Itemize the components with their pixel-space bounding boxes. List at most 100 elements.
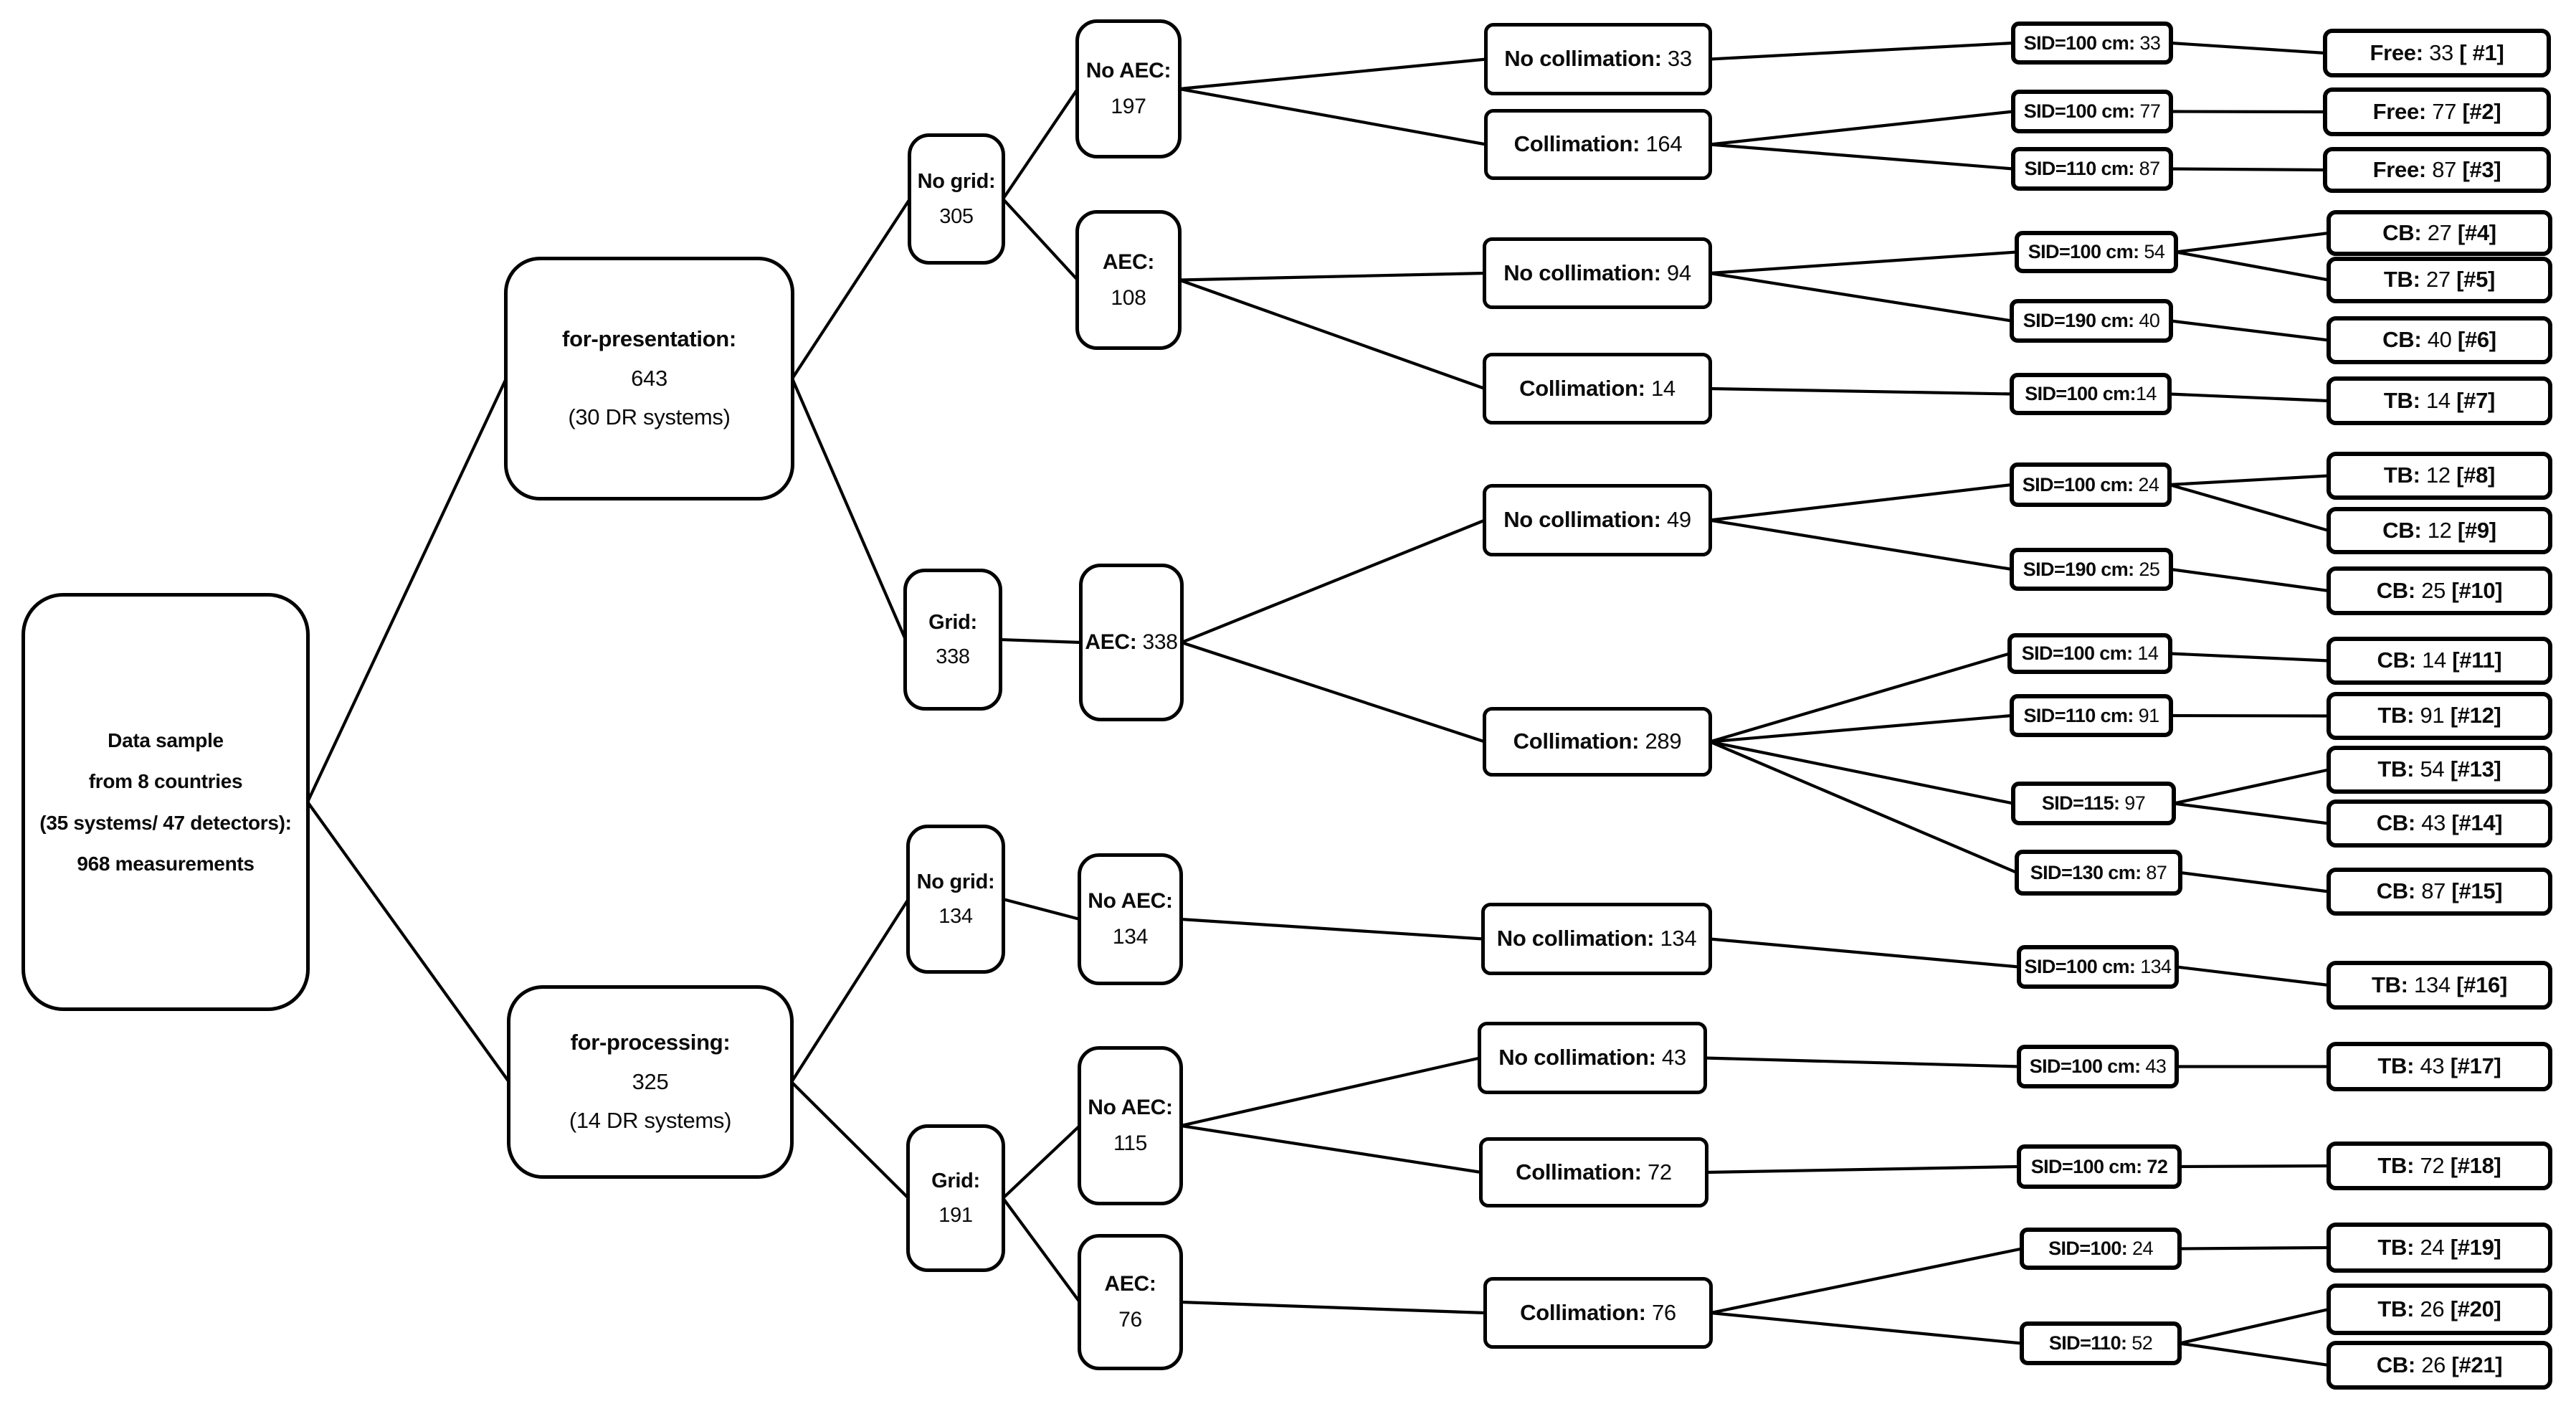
node-text-line: Grid: — [931, 1169, 980, 1192]
node-text-line: CB: 40 [#6] — [2382, 327, 2496, 353]
node-leaf14: CB: 43 [#14] — [2327, 799, 2552, 848]
node-text-line: TB: 72 [#18] — [2377, 1152, 2501, 1179]
edge-aec338-col289 — [1181, 641, 1486, 744]
text-segment: CB: — [2382, 327, 2422, 353]
text-segment: SID=100 cm: — [2023, 100, 2135, 123]
node-text-line: SID=100 cm: 54 — [2028, 241, 2165, 263]
text-segment: AEC: — [1102, 250, 1155, 274]
node-text-line: No AEC: — [1086, 59, 1171, 83]
node-text-line: TB: 27 [#5] — [2384, 267, 2496, 293]
node-leaf21: CB: 26 [#21] — [2327, 1341, 2552, 1390]
edge-sid17-leaf20 — [2179, 1307, 2329, 1345]
node-aec338: AEC: 338 — [1079, 564, 1184, 721]
edge-col289-sid9 — [1709, 652, 2010, 744]
text-segment: SID=100 cm: — [2024, 956, 2136, 978]
edge-col72-sid15 — [1706, 1164, 2020, 1174]
text-segment: CB: — [2382, 219, 2422, 245]
text-segment: 26 — [2415, 1352, 2452, 1377]
node-text-line: No collimation: 43 — [1498, 1045, 1686, 1071]
text-segment: SID=100 cm: — [2022, 473, 2134, 495]
text-segment: 134 — [938, 905, 973, 928]
text-segment: 52 — [2126, 1332, 2153, 1354]
edge-nocol43-sid14 — [1704, 1056, 2020, 1068]
node-leaf4: CB: 27 [#4] — [2327, 210, 2552, 256]
text-segment: 33 — [2423, 39, 2460, 65]
text-segment: 97 — [2119, 792, 2146, 815]
text-segment: 49 — [1660, 507, 1691, 533]
text-segment: 134 — [1654, 926, 1697, 951]
text-segment: SID=100 cm: — [2028, 241, 2139, 263]
edge-sid7-leaf8 — [2169, 474, 2329, 487]
node-nogrid305: No grid:305 — [908, 133, 1005, 265]
node-text-line: Collimation: 164 — [1514, 131, 1683, 157]
node-text-line: No collimation: 49 — [1503, 507, 1691, 533]
text-segment: 12 — [2421, 517, 2458, 543]
text-segment: SID=130 cm: — [2030, 861, 2142, 883]
node-sid12: SID=130 cm: 87 — [2015, 850, 2182, 896]
text-segment: 14 — [1645, 375, 1676, 401]
text-segment: No collimation: — [1503, 260, 1661, 285]
node-col76: Collimation: 76 — [1483, 1277, 1713, 1349]
text-segment: 968 measurements — [77, 852, 255, 875]
node-text-line: Collimation: 72 — [1516, 1159, 1672, 1185]
edge-sid8-leaf10 — [2170, 567, 2329, 593]
edge-sid11-leaf14 — [2173, 802, 2329, 825]
text-segment: Free: — [2372, 156, 2427, 182]
text-segment: 54 — [2414, 756, 2451, 782]
node-leaf10: CB: 25 [#10] — [2327, 566, 2552, 615]
text-segment: TB: — [2377, 703, 2415, 729]
node-text-line: 197 — [1111, 95, 1146, 119]
text-segment: SID=115: — [2041, 792, 2120, 815]
node-text-line: 968 measurements — [77, 852, 255, 875]
node-text-line: 76 — [1118, 1308, 1142, 1332]
node-text-line: No AEC: — [1088, 889, 1173, 913]
node-text-line: Grid: — [928, 611, 977, 634]
edge-sid17-leaf21 — [2179, 1342, 2329, 1367]
text-segment: 72 — [2414, 1152, 2451, 1178]
edge-sid5-leaf6 — [2170, 319, 2329, 342]
node-text-line: AEC: — [1103, 250, 1154, 275]
text-segment: 76 — [1118, 1308, 1142, 1332]
edge-noaec115-col72 — [1180, 1124, 1482, 1174]
text-segment: [#5] — [2456, 267, 2496, 293]
node-text-line: CB: 27 [#4] — [2382, 219, 2496, 246]
node-text-line: Data sample — [108, 729, 224, 751]
node-leaf7: TB: 14 [#7] — [2327, 376, 2552, 425]
text-segment: Grid: — [931, 1169, 980, 1192]
text-segment: 54 — [2139, 241, 2165, 263]
text-segment: [#21] — [2451, 1352, 2503, 1377]
edge-col289-sid11 — [1709, 740, 2014, 805]
node-col14: Collimation: 14 — [1483, 353, 1712, 424]
text-segment: SID=110 cm: — [2024, 158, 2135, 180]
text-segment: Collimation: — [1519, 375, 1645, 401]
node-text-line: No grid: — [917, 870, 995, 893]
text-segment: TB: — [2377, 756, 2415, 782]
text-segment: 164 — [1640, 131, 1683, 157]
text-segment: 43 — [2415, 810, 2452, 836]
edge-noaec115-nocol43 — [1180, 1056, 1481, 1128]
node-text-line: for-processing: — [571, 1030, 731, 1055]
text-segment: [#6] — [2457, 327, 2496, 353]
text-segment: 77 — [2134, 100, 2161, 123]
node-aec76: AEC:76 — [1078, 1234, 1183, 1370]
edge-col76-sid17 — [1710, 1311, 2023, 1345]
node-text-line: No collimation: 94 — [1503, 260, 1691, 286]
text-segment: No AEC: — [1088, 1096, 1173, 1120]
edge-sid12-leaf15 — [2180, 870, 2329, 893]
text-segment: [#11] — [2452, 647, 2502, 673]
edge-nogrid305-noaec197 — [1002, 87, 1079, 200]
text-segment: CB: — [2376, 810, 2416, 836]
node-sid1: SID=100 cm: 33 — [2011, 22, 2173, 65]
text-segment: (35 systems/ 47 detectors): — [39, 811, 292, 834]
node-grid191: Grid:191 — [906, 1124, 1005, 1272]
text-segment: [#18] — [2450, 1152, 2501, 1178]
node-noaec134: No AEC:134 — [1078, 853, 1183, 985]
node-sid17: SID=110: 52 — [2020, 1321, 2182, 1365]
node-text-line: No collimation: 33 — [1504, 46, 1692, 72]
text-segment: SID=100 cm: — [2029, 1055, 2141, 1078]
edge-nocol33-sid1 — [1709, 41, 2014, 61]
text-segment: [#13] — [2450, 756, 2501, 782]
edge-sid2-leaf2 — [2170, 110, 2326, 114]
